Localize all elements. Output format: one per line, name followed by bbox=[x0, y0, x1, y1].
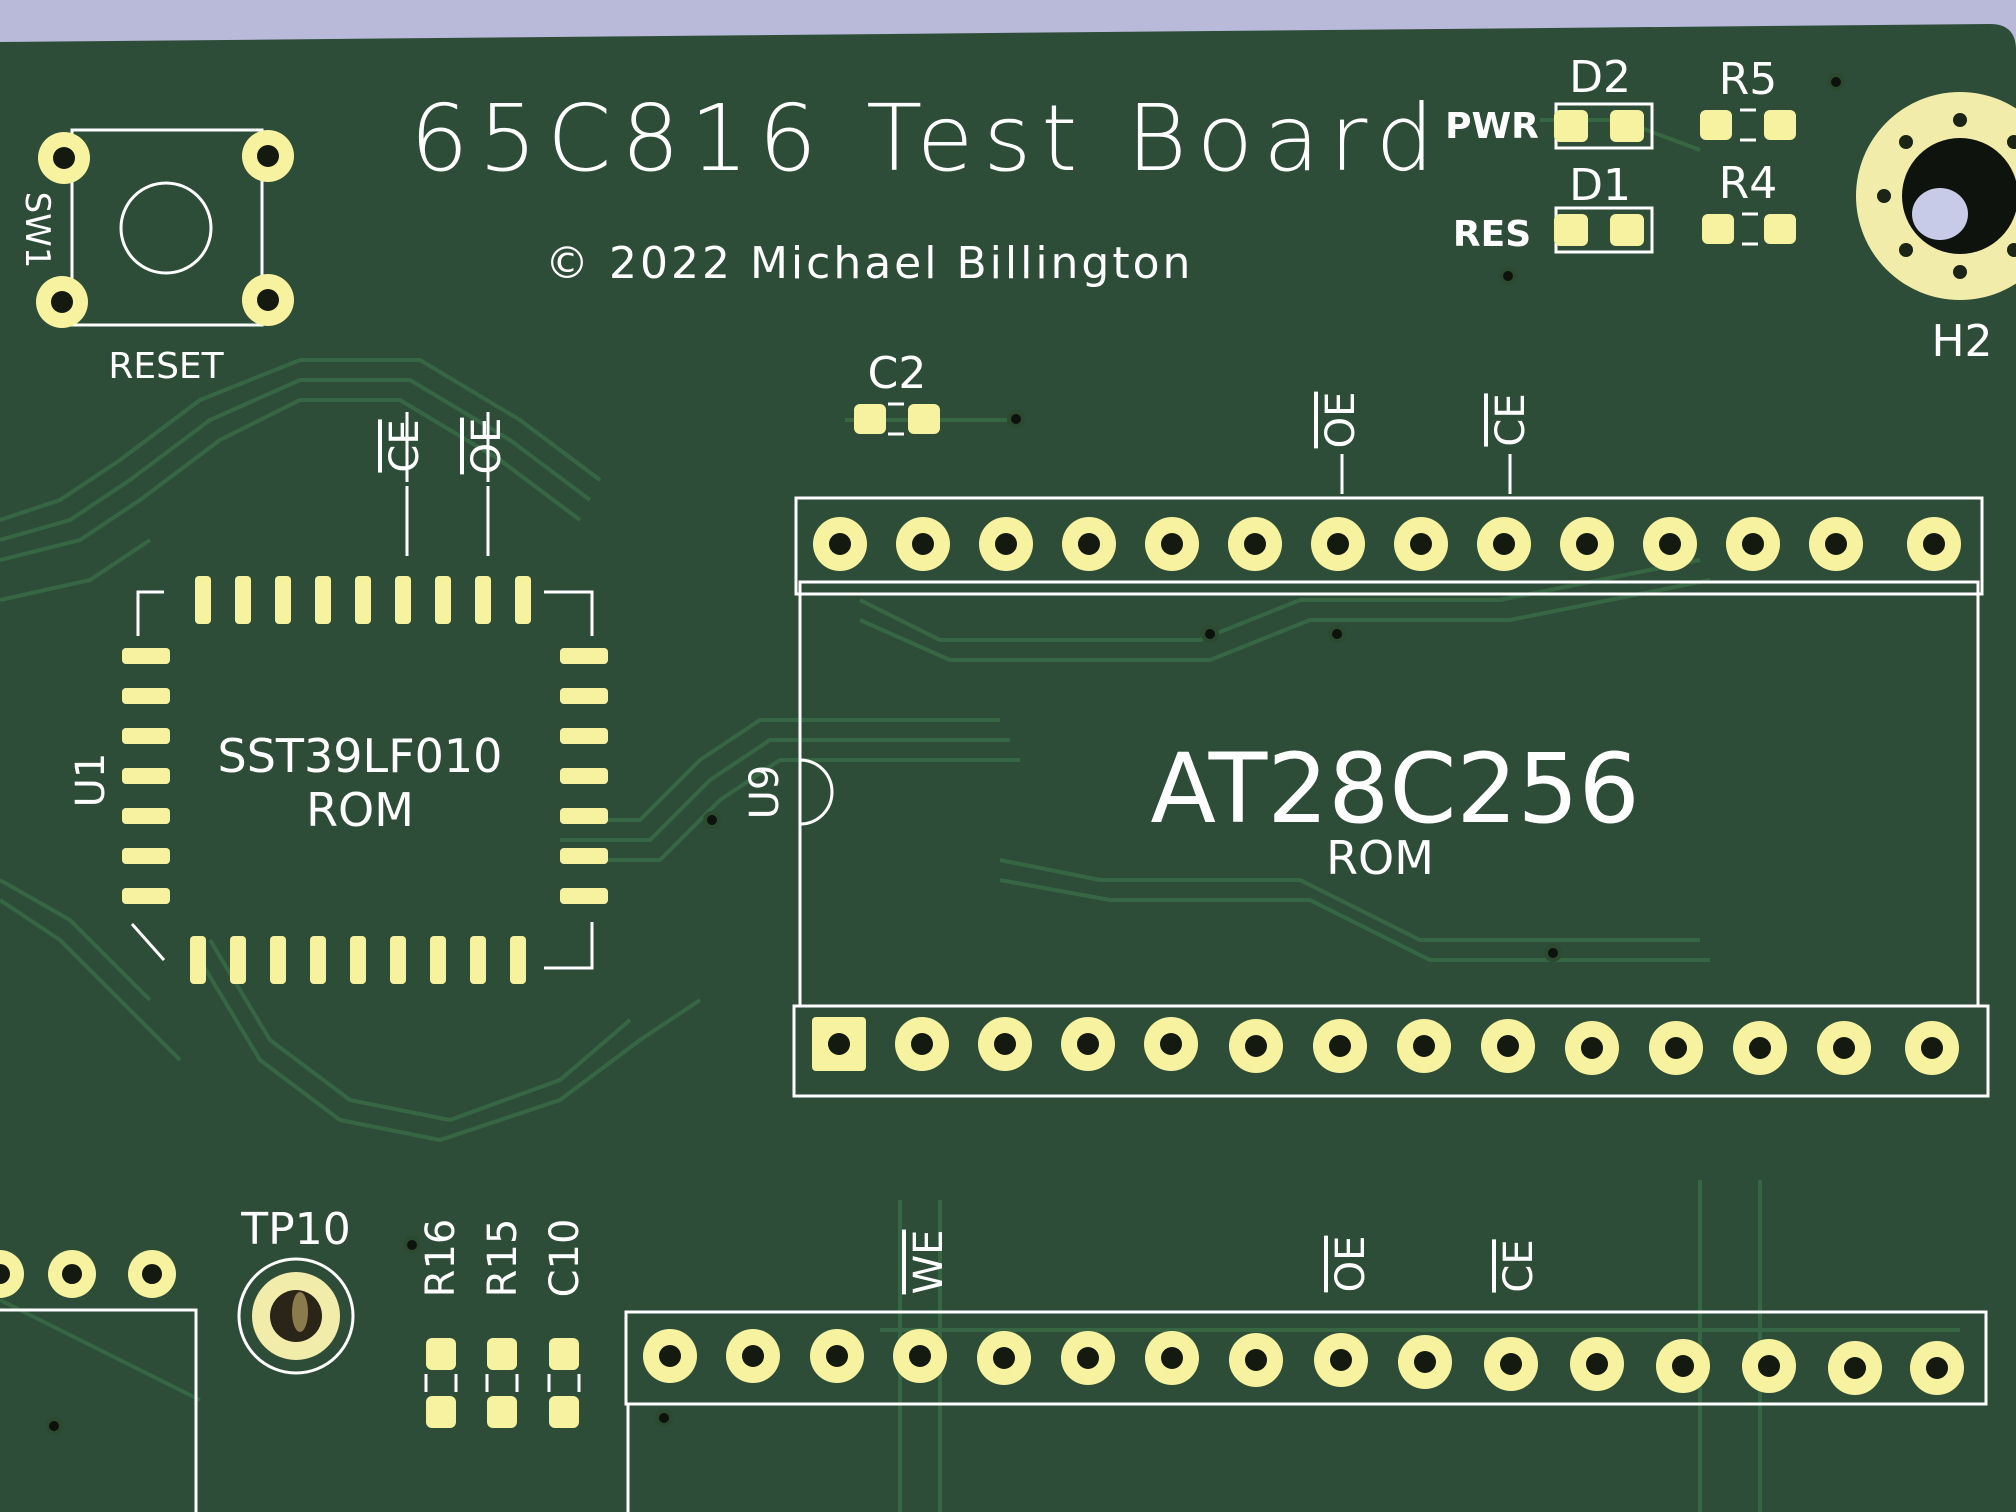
u9-part: AT28C256 bbox=[1150, 733, 1639, 845]
board-title: 65C816 Test Board bbox=[410, 85, 1444, 192]
c10-capacitor: C10 bbox=[542, 1219, 588, 1428]
pcb-board bbox=[0, 24, 2016, 1512]
vias bbox=[45, 73, 1845, 1435]
board-copyright: © 2022 Michael Billington bbox=[545, 238, 1193, 289]
left-lower-header bbox=[0, 1250, 198, 1512]
u9-pin-row-bottom bbox=[812, 1017, 1959, 1075]
lower-pin-label-we: WE bbox=[906, 1230, 952, 1295]
d2-ref: D2 bbox=[1569, 52, 1631, 103]
u9-type: ROM bbox=[1326, 831, 1434, 885]
u1-type: ROM bbox=[306, 783, 414, 837]
c2-capacitor: C2 bbox=[854, 348, 940, 436]
tp10-test-point[interactable]: TP10 bbox=[237, 1204, 355, 1375]
lower-dip-socket: WE OE CE bbox=[624, 1230, 1988, 1512]
u1-pad-col-left bbox=[122, 648, 170, 904]
r16-ref: R16 bbox=[418, 1219, 464, 1298]
r4-ref: R4 bbox=[1719, 158, 1778, 209]
d2-led: D2 PWR bbox=[1445, 52, 1654, 150]
d1-led: D1 RES bbox=[1453, 160, 1654, 255]
u9-dip-socket: AT28C256 ROM U9 OE CE bbox=[742, 392, 1990, 1098]
d1-label: RES bbox=[1453, 214, 1531, 255]
lower-socket-pin-row bbox=[643, 1329, 1964, 1395]
lower-pin-label-oe: OE bbox=[1328, 1236, 1374, 1293]
u1-pad-row-bottom bbox=[190, 936, 526, 984]
r4-resistor: R4 bbox=[1702, 158, 1796, 246]
sw1-reset-button[interactable]: SW1 RESET bbox=[17, 128, 294, 387]
h2-ref: H2 bbox=[1931, 316, 1992, 367]
u9-pin-label-ce: CE bbox=[1488, 393, 1534, 446]
tp10-ref: TP10 bbox=[240, 1204, 350, 1255]
c2-ref: C2 bbox=[868, 348, 927, 399]
u1-ref: U1 bbox=[68, 753, 114, 808]
r15-ref: R15 bbox=[480, 1219, 526, 1298]
d1-ref: D1 bbox=[1569, 160, 1631, 211]
d2-label: PWR bbox=[1445, 106, 1539, 147]
u9-pin-label-oe: OE bbox=[1318, 392, 1364, 449]
r15-resistor: R15 bbox=[480, 1219, 526, 1428]
u9-pin-row-top bbox=[813, 517, 1961, 571]
h2-mounting-hole: H2 bbox=[1856, 92, 2016, 367]
u1-plcc-chip: SST39LF010 ROM U1 CE OE bbox=[68, 412, 608, 984]
u1-part: SST39LF010 bbox=[218, 729, 503, 783]
r5-resistor: R5 bbox=[1700, 54, 1796, 142]
u1-pin-label-ce: CE bbox=[382, 419, 428, 472]
u9-ref: U9 bbox=[742, 765, 788, 820]
u1-pad-row-top bbox=[195, 576, 531, 624]
sw1-ref: SW1 bbox=[17, 192, 57, 269]
r5-ref: R5 bbox=[1719, 54, 1778, 105]
sw1-label: RESET bbox=[108, 346, 224, 387]
r16-resistor: R16 bbox=[418, 1219, 464, 1428]
sw1-pad bbox=[36, 130, 294, 328]
c10-ref: C10 bbox=[542, 1219, 588, 1298]
lower-pin-label-ce: CE bbox=[1496, 1239, 1542, 1292]
u1-pad-col-right bbox=[560, 648, 608, 904]
